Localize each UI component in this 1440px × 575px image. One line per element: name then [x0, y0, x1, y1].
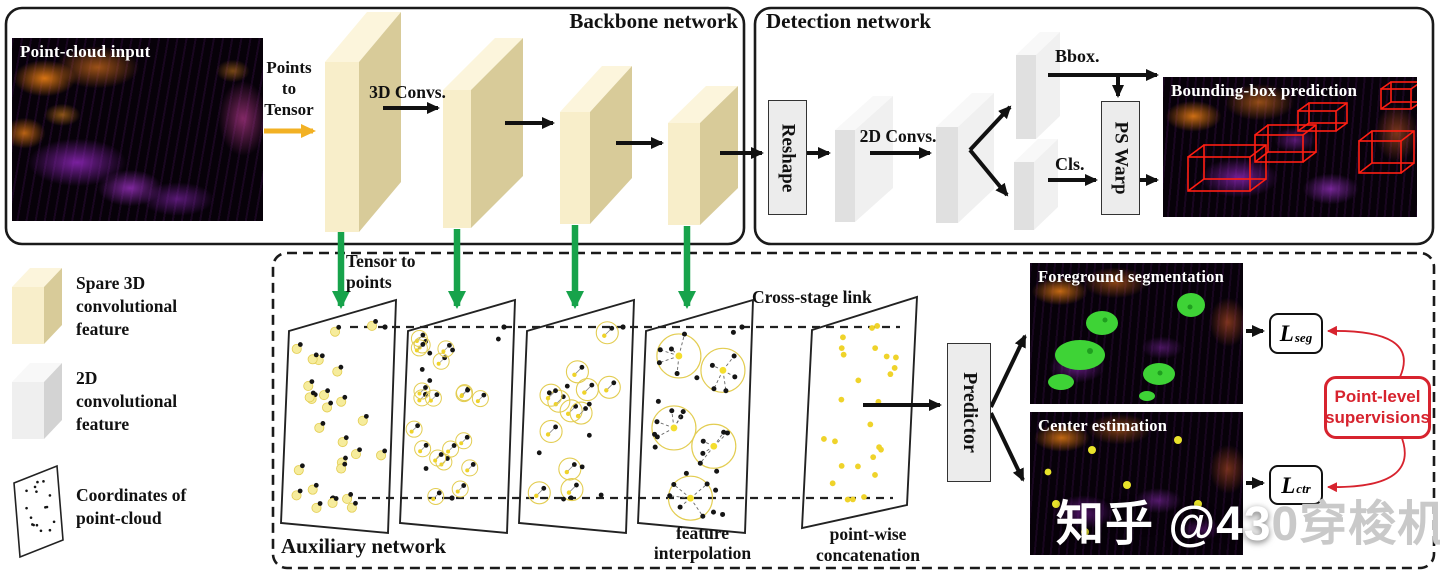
legend-sparse-line3: feature	[76, 319, 130, 339]
supervision-line1: Point-level	[1334, 386, 1421, 406]
watermark: 知乎 @430穿梭机	[1056, 484, 1440, 554]
legend-sparse-line1: Spare 3D	[76, 273, 146, 293]
legend-sparse-3d-cube	[12, 268, 62, 344]
sparse-3d-feature-block-1	[325, 12, 401, 232]
foreground-segmentation-label: Foreground segmentation	[1038, 267, 1224, 286]
reshape-label: Reshape	[777, 123, 799, 192]
conv3d-label: 3D Convs.	[369, 82, 446, 102]
ps-warp-label: PS Warp	[1110, 121, 1132, 195]
legend-coord-line1: Coordinates of	[76, 485, 187, 505]
tensor-to-points-line2: points	[346, 272, 392, 292]
cross-stage-links	[330, 325, 900, 500]
legend-item-coordinates: Coordinates of point-cloud	[76, 484, 186, 530]
point-plane-2	[399, 298, 516, 535]
conv2d-feature-block-cls-head	[1014, 139, 1058, 230]
feature-interp-line2: interpolation	[653, 543, 752, 563]
point-plane-concatenation	[800, 295, 919, 530]
watermark-white: 知乎 @43	[1056, 498, 1272, 551]
concat-plane-dots	[821, 323, 899, 503]
legend-2d-line3: feature	[76, 414, 130, 434]
points-to-tensor-label: Points to Tensor	[256, 57, 322, 120]
bounding-box-wireframes	[1187, 81, 1417, 192]
bounding-box-prediction-label: Bounding-box prediction	[1171, 81, 1358, 100]
legend-sparse-line2: convolutional	[76, 296, 178, 316]
legend-coord-line2: point-cloud	[76, 508, 162, 528]
tensor-to-points-label: Tensor to points	[346, 251, 416, 293]
bounding-box-prediction-image: Bounding-box prediction	[1163, 77, 1417, 217]
cross-stage-link-label: Cross-stage link	[752, 287, 872, 307]
supervision-curves	[1327, 325, 1406, 493]
point-level-supervisions-box: Point-level supervisions	[1324, 376, 1431, 439]
reshape-box: Reshape	[768, 100, 807, 215]
points-to-tensor-line3: Tensor	[264, 100, 314, 119]
flow-arrows	[383, 69, 1265, 489]
legend-2d-line2: convolutional	[76, 391, 178, 411]
legend-2d-cube	[12, 363, 62, 439]
auxiliary-network-box	[271, 251, 1436, 570]
predictor-box: Predictor	[947, 343, 991, 482]
points-to-tensor-line2: to	[281, 79, 297, 98]
conv2d-feature-block-2	[936, 93, 994, 223]
loss-seg-symbol: L	[1279, 321, 1294, 346]
predictor-label: Predictor	[958, 372, 981, 453]
conv2d-feature-block-bbox-head	[1016, 32, 1060, 139]
pointwise-line1: point-wise	[829, 524, 907, 544]
feature-interpolation-label: feature interpolation	[640, 523, 765, 563]
points-to-tensor-line1: Points	[266, 58, 312, 77]
supervision-line2: supervisions	[1325, 407, 1430, 427]
loss-ctr-symbol: L	[1281, 472, 1296, 498]
backbone-network-title: Backbone network	[569, 9, 738, 33]
center-estimation-dots	[1044, 436, 1202, 536]
legend-item-sparse-3d: Spare 3D convolutional feature	[76, 272, 177, 341]
legend-coordinates-plane	[13, 464, 64, 559]
legend-plane-dots	[25, 480, 56, 533]
loss-ctr-subscript: ctr	[1296, 481, 1311, 496]
plane-4-dots	[651, 329, 746, 521]
watermark-gray: 0穿梭机	[1271, 498, 1440, 551]
conv2d-label: 2D Convs.	[859, 126, 937, 146]
conv2d-feature-block-1	[835, 96, 893, 222]
pointwise-line2: concatenation	[815, 545, 921, 565]
ps-warp-box: PS Warp	[1101, 101, 1140, 215]
cross-stage-link-dots	[330, 324, 875, 501]
legend-item-2d: 2D convolutional feature	[76, 367, 177, 436]
sparse-3d-feature-block-4	[668, 86, 738, 225]
cls-label: Cls.	[1055, 154, 1085, 174]
legend-2d-line1: 2D	[76, 368, 98, 388]
point-plane-4-feature-interpolation	[637, 298, 754, 535]
tensor-to-points-line1: Tensor to	[346, 251, 416, 271]
sparse-3d-feature-block-2	[443, 38, 523, 228]
plane-2-dots	[405, 330, 501, 505]
detection-network-title: Detection network	[766, 9, 932, 33]
auxiliary-network-title: Auxiliary network	[281, 534, 447, 558]
point-cloud-input-label: Point-cloud input	[20, 42, 151, 61]
center-estimation-image: Center estimation	[1030, 412, 1243, 555]
plane-1-dots	[291, 319, 388, 513]
bbox-label: Bbox.	[1055, 46, 1100, 66]
loss-seg-subscript: seg	[1294, 329, 1313, 345]
center-estimation-label: Center estimation	[1038, 416, 1168, 435]
plane-3-dots	[527, 321, 621, 505]
tensor-to-points-arrows	[332, 225, 696, 309]
point-cloud-input-image: Point-cloud input	[12, 38, 263, 221]
segmentation-blobs	[1048, 293, 1205, 401]
detection-network-box	[753, 6, 1435, 246]
backbone-network-box	[4, 6, 746, 246]
feature-interp-line1: feature	[675, 523, 730, 543]
foreground-segmentation-image: Foreground segmentation	[1030, 263, 1243, 404]
pointwise-concatenation-label: point-wise concatenation	[798, 524, 938, 566]
sparse-3d-feature-block-3	[560, 66, 632, 224]
